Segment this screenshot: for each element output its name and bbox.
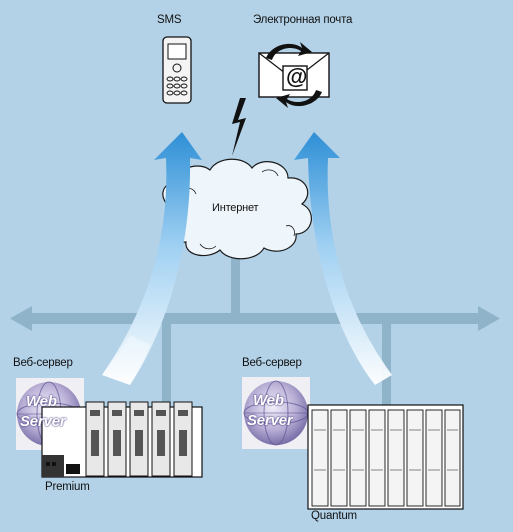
web-server-badge-left-line1: Web xyxy=(26,393,57,410)
web-server-badge-right xyxy=(242,377,310,449)
email-at-symbol: @ xyxy=(286,64,308,89)
internet-label: Интернет xyxy=(212,202,259,214)
premium-plc xyxy=(41,401,203,478)
web-server-label-left: Веб-сервер xyxy=(13,357,73,369)
quantum-label: Quantum xyxy=(311,510,357,522)
lightning-icon xyxy=(232,98,246,156)
web-server-badge-right-line2: Server xyxy=(247,412,293,429)
upward-arrow-left xyxy=(102,132,202,385)
mobile-phone-icon xyxy=(162,36,192,104)
upward-arrow-right xyxy=(294,132,392,385)
premium-label: Premium xyxy=(45,481,90,493)
email-envelope-icon xyxy=(258,42,330,108)
quantum-plc xyxy=(307,404,464,510)
web-server-badge-left-line2: Server xyxy=(20,413,66,430)
sms-label: SMS xyxy=(157,14,182,26)
web-server-badge-right-line1: Web xyxy=(253,392,284,409)
email-label: Электронная почта xyxy=(253,14,353,26)
web-server-label-right: Веб-сервер xyxy=(242,357,302,369)
network-bus xyxy=(10,258,500,412)
